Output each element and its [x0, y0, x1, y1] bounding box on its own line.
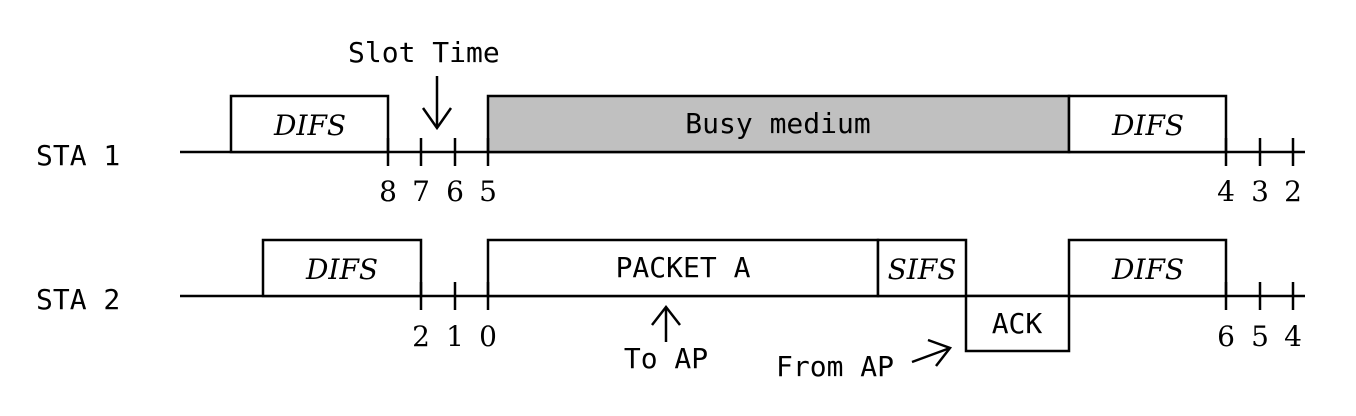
from-ap-arrow-icon	[911, 338, 953, 367]
sta2-ticks	[419, 282, 1295, 310]
slot-time-arrow-icon	[421, 76, 453, 131]
sta2-tick-label: 2	[412, 320, 430, 353]
sta1-label: STA 1	[36, 139, 120, 172]
sta2-packet-label: PACKET A	[616, 251, 751, 284]
sta1-tick-label: 4	[1217, 175, 1235, 208]
sta2-tick-label: 0	[479, 320, 497, 353]
sta2-difs-right-label: DIFS	[1111, 253, 1184, 286]
sta1-tick-label: 2	[1284, 175, 1302, 208]
from-ap-label: From AP	[776, 350, 894, 383]
sta2-difs-left-box	[261, 238, 423, 298]
sta2-sifs-box	[876, 238, 968, 298]
sta2-tick-labels: 2 1 0 6 5 4	[412, 320, 1302, 353]
sta2-ack-label: ACK	[992, 307, 1043, 340]
sta1-difs-left-box	[229, 94, 390, 154]
sta1-difs-right-label: DIFS	[1111, 109, 1184, 142]
sta1-tick-label: 6	[446, 175, 464, 208]
sta2-difs-left-label: DIFS	[305, 253, 378, 286]
sta1-busy-medium-box	[486, 94, 1071, 154]
sta1-tick-labels: 8 7 6 5 4 3 2	[379, 175, 1302, 208]
sta2-tick-label: 5	[1251, 320, 1269, 353]
sta2-packet-box	[486, 238, 880, 298]
sta1-difs-right-box	[1067, 94, 1228, 154]
sta1-ticks	[386, 138, 1295, 166]
sta2-sifs-label: SIFS	[888, 253, 957, 286]
sta2-tick-label: 6	[1217, 320, 1235, 353]
sta1-tick-label: 8	[379, 175, 397, 208]
sta1-tick-label: 7	[412, 175, 430, 208]
sta2-tick-label: 1	[446, 320, 464, 353]
sta1-difs-left-label: DIFS	[273, 109, 346, 142]
sta2-ack-box	[964, 294, 1071, 353]
sta2-label: STA 2	[36, 283, 120, 316]
sta1-tick-label: 3	[1251, 175, 1269, 208]
sta2-tick-label: 4	[1284, 320, 1302, 353]
to-ap-arrow-icon	[651, 304, 681, 342]
to-ap-label: To AP	[624, 342, 708, 375]
sta1-tick-label: 5	[479, 175, 497, 208]
sta2-difs-right-box	[1067, 238, 1228, 298]
slot-time-label: Slot Time	[348, 36, 500, 69]
sta1-busy-medium-label: Busy medium	[685, 107, 870, 140]
